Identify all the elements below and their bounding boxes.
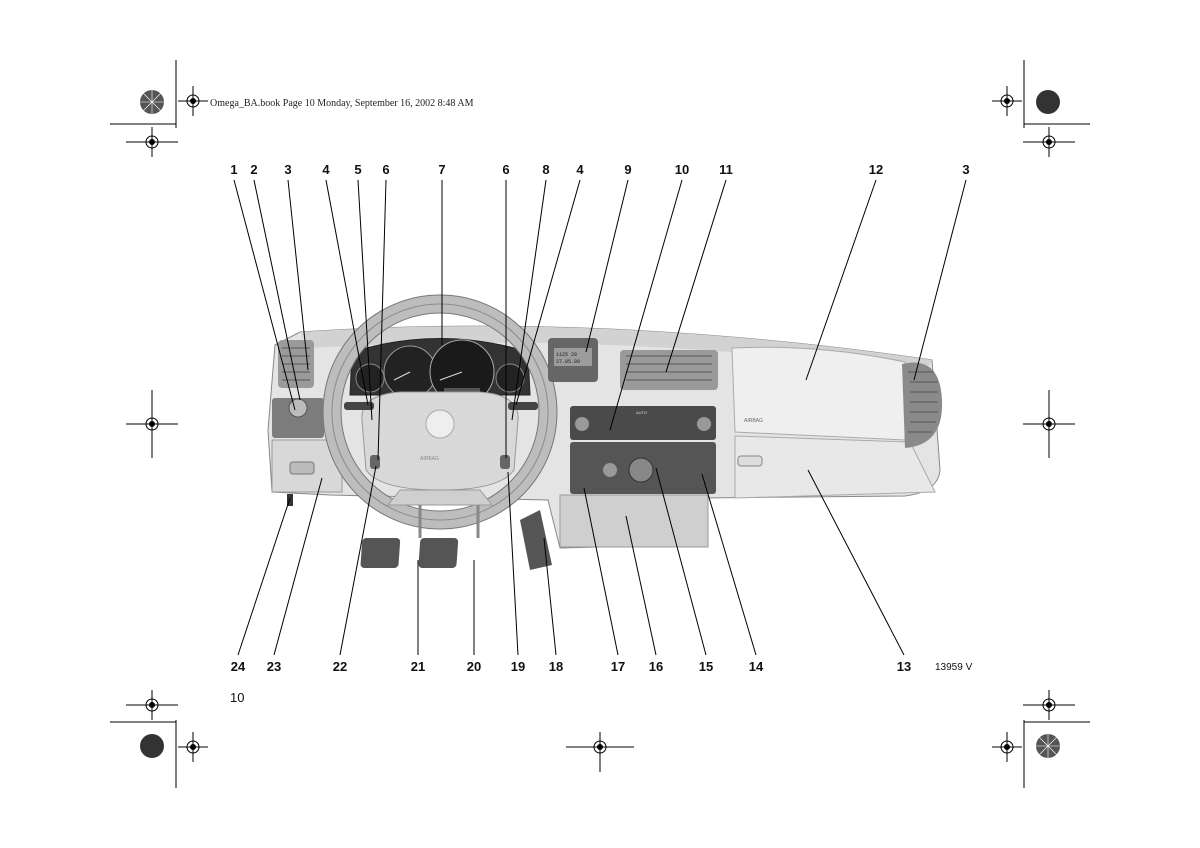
side-vent-right — [902, 362, 943, 448]
callout-2: 2 — [250, 162, 258, 177]
callout-17: 17 — [610, 659, 626, 674]
callout-13: 13 — [896, 659, 912, 674]
clock-display-line1: 1125 20 — [556, 352, 577, 358]
callout-10: 10 — [674, 162, 690, 177]
callout-4: 4 — [322, 162, 330, 177]
light-switch-panel — [272, 398, 324, 438]
callout-22: 22 — [332, 659, 348, 674]
steering-wheel — [322, 294, 558, 530]
airbag-wheel-label: AIRBAG — [420, 456, 439, 462]
callout-14: 14 — [748, 659, 764, 674]
glovebox-area — [731, 346, 943, 499]
callout-24: 24 — [230, 659, 246, 674]
callout-19: 19 — [510, 659, 526, 674]
callout-15: 15 — [698, 659, 714, 674]
callout-23: 23 — [266, 659, 282, 674]
sunburst-mark-top-right-icon — [1036, 90, 1060, 114]
callout-6: 6 — [382, 162, 390, 177]
callout-4b: 4 — [576, 162, 584, 177]
callout-11: 11 — [719, 162, 733, 177]
instrument-cluster — [349, 338, 531, 405]
header-text: Omega_BA.book Page 10 Monday, September … — [210, 98, 474, 109]
callout-21: 21 — [410, 659, 426, 674]
callout-1: 1 — [230, 162, 238, 177]
page-number: 10 — [230, 690, 245, 705]
callout-9: 9 — [624, 162, 632, 177]
callout-8: 8 — [542, 162, 550, 177]
callout-18: 18 — [548, 659, 564, 674]
climate-auto-label: AUTO — [636, 410, 647, 415]
callout-leader-lines — [233, 179, 967, 656]
sunburst-mark-top-left-icon — [140, 90, 164, 114]
callout-6b: 6 — [502, 162, 510, 177]
crosshair-marks — [126, 86, 1075, 772]
callout-5: 5 — [354, 162, 362, 177]
callout-3b: 3 — [962, 162, 970, 177]
sunburst-mark-bottom-right-icon — [1036, 734, 1060, 758]
airbag-glovebox-label: AIRBAG — [744, 418, 763, 424]
callout-12: 12 — [868, 162, 884, 177]
climate-panel — [570, 406, 716, 440]
callout-7: 7 — [438, 162, 446, 177]
center-console — [548, 338, 718, 548]
clock-display-line2: 27.05.99 — [556, 359, 580, 365]
callout-16: 16 — [648, 659, 664, 674]
sunburst-mark-bottom-left-icon — [140, 734, 164, 758]
light-switch-knob — [288, 398, 308, 418]
callout-3: 3 — [284, 162, 292, 177]
crop-marks — [110, 60, 1090, 788]
pedals — [360, 505, 552, 570]
figure-code: 13959 V — [935, 662, 973, 673]
callout-20: 20 — [466, 659, 482, 674]
